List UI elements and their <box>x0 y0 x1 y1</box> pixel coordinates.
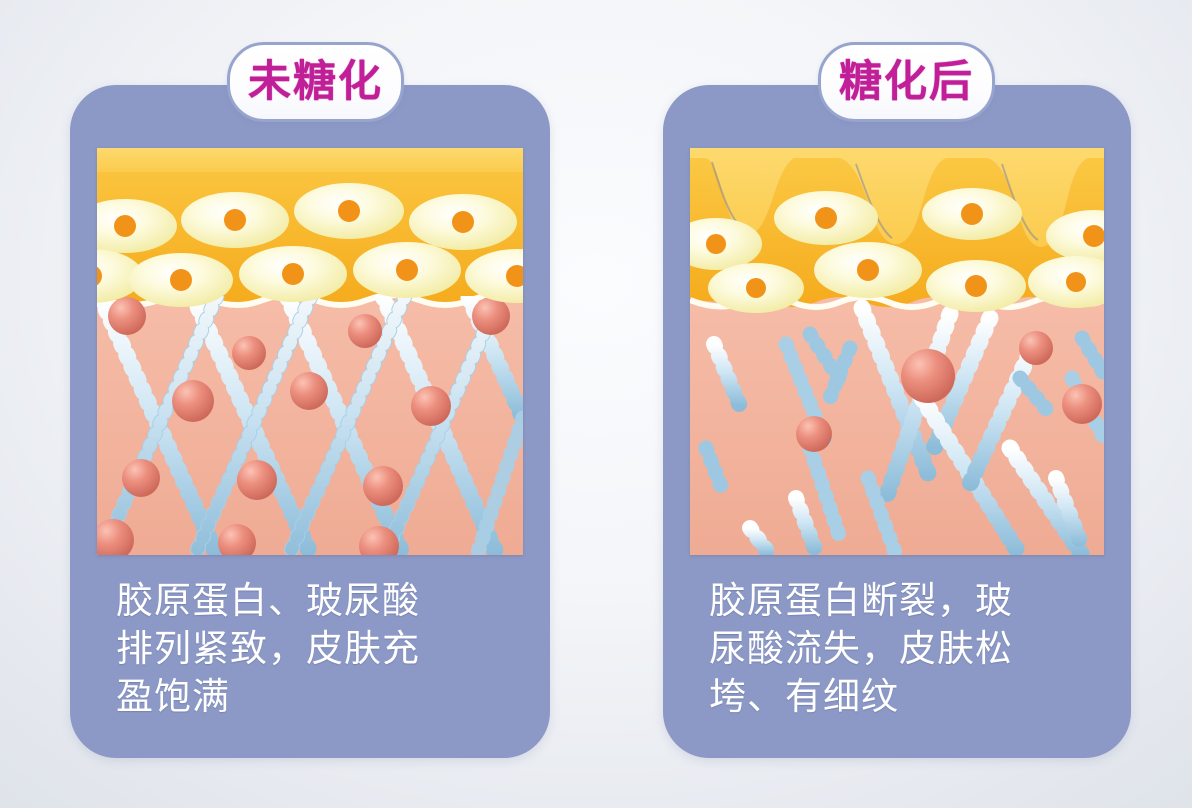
epidermis-cells <box>97 183 523 307</box>
skin-illustration-glycated <box>690 148 1104 555</box>
hyaluronic-spheres <box>97 297 510 555</box>
skin-diagram-wrinkled <box>690 148 1104 555</box>
caption-line: 胶原蛋白断裂，玻 <box>709 580 1013 621</box>
skin-illustration-non-glycated <box>97 148 523 555</box>
caption-glycated: 胶原蛋白断裂，玻 尿酸流失，皮肤松 垮、有细纹 <box>709 577 1105 721</box>
badge-non-glycated: 未糖化 <box>227 42 404 122</box>
badge-glycated: 糖化后 <box>818 42 995 122</box>
caption-line: 盈饱满 <box>116 676 230 718</box>
panel-card-glycated: 胶原蛋白断裂，玻 尿酸流失，皮肤松 垮、有细纹 <box>663 85 1131 758</box>
caption-line: 垮、有细纹 <box>709 676 899 718</box>
hyaluronic-spheres <box>796 331 1102 452</box>
caption-non-glycated: 胶原蛋白、玻尿酸 排列紧致，皮肤充 盈饱满 <box>116 577 524 721</box>
badge-label: 未糖化 <box>248 57 383 106</box>
badge-label: 糖化后 <box>839 57 974 106</box>
epidermis-cells <box>690 188 1104 313</box>
caption-line: 胶原蛋白、玻尿酸 <box>116 580 420 621</box>
caption-line: 尿酸流失，皮肤松 <box>709 628 1013 670</box>
skin-diagram-smooth <box>97 148 523 555</box>
caption-line: 排列紧致，皮肤充 <box>116 628 420 670</box>
panel-card-non-glycated: 胶原蛋白、玻尿酸 排列紧致，皮肤充 盈饱满 <box>70 85 550 758</box>
